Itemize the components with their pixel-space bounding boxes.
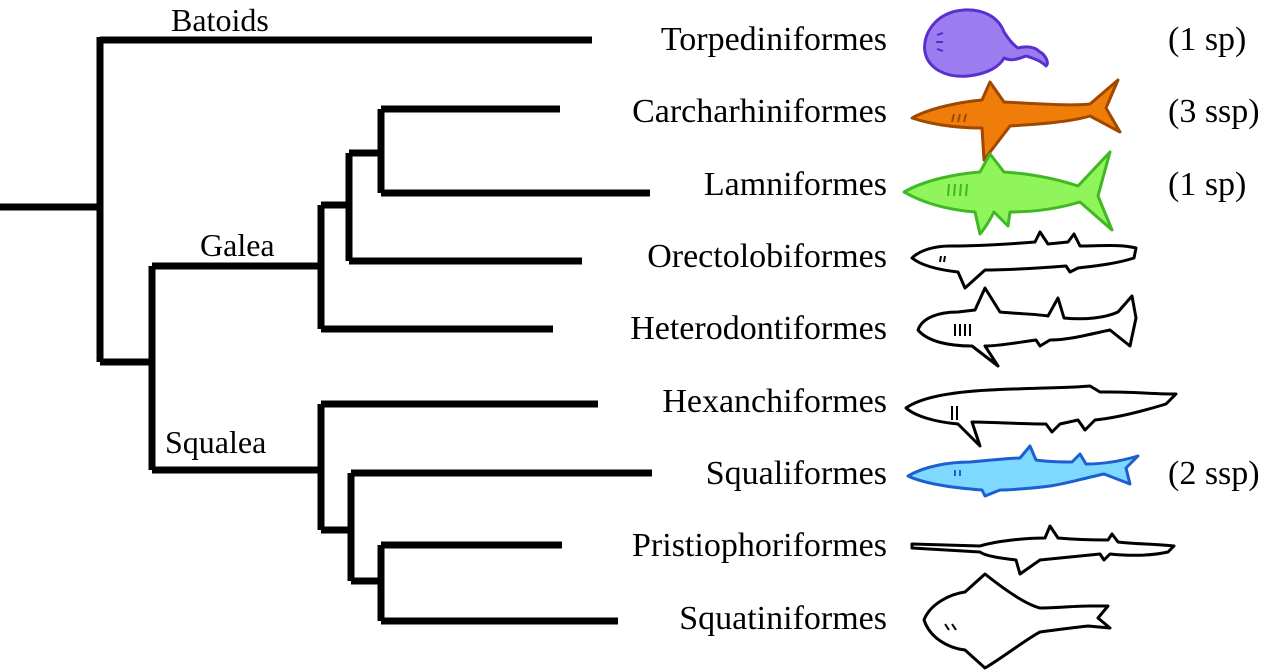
taxon-label: Pristiophoriformes xyxy=(467,526,887,566)
species-count: (2 ssp) xyxy=(1168,454,1260,494)
taxon-label: Lamniformes xyxy=(467,165,887,205)
taxon-label: Hexanchiformes xyxy=(467,382,887,422)
taxon-label: Heterodontiformes xyxy=(467,309,887,349)
clade-label-batoids: Batoids xyxy=(171,0,269,40)
taxon-label: Torpediniformes xyxy=(467,20,887,60)
taxon-label: Orectolobiformes xyxy=(467,237,887,277)
taxon-label: Squatiniformes xyxy=(467,599,887,639)
taxon-label: Squaliformes xyxy=(467,454,887,494)
species-count: (3 ssp) xyxy=(1168,92,1260,132)
taxon-label: Carcharhiniformes xyxy=(467,92,887,132)
species-count: (1 sp) xyxy=(1168,20,1246,60)
species-count: (1 sp) xyxy=(1168,165,1246,205)
clade-label-squalea: Squalea xyxy=(165,422,266,462)
clade-label-galea: Galea xyxy=(200,225,275,265)
